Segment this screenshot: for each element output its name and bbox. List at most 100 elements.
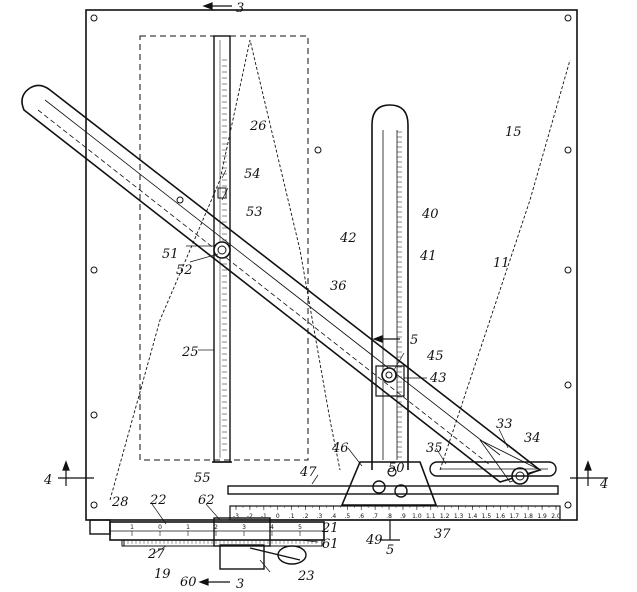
bottom-scale-label: 1.5 bbox=[482, 513, 492, 520]
screw bbox=[564, 381, 572, 389]
bottom-scale-label: -2 bbox=[247, 513, 253, 520]
label-62: 62 bbox=[198, 493, 215, 508]
plotted-trace bbox=[109, 39, 341, 501]
label-26: 26 bbox=[249, 119, 267, 134]
label-21: 21 bbox=[321, 521, 339, 536]
screw bbox=[314, 146, 322, 154]
bottom-scale-label: -1 bbox=[261, 513, 267, 520]
bottom-scale-label: 1.1 bbox=[426, 513, 436, 520]
caliper-scale-label: 1 bbox=[130, 524, 134, 531]
upright-rule-ticks bbox=[397, 131, 402, 458]
bottom-scale-label: 1.7 bbox=[509, 513, 519, 520]
bottom-scale-label: 1.6 bbox=[496, 513, 506, 520]
label-27: 27 bbox=[147, 547, 165, 562]
label-41: 41 bbox=[419, 249, 437, 264]
bottom-scale-label: 1.2 bbox=[440, 513, 450, 520]
bottom-scale-label: 1.8 bbox=[523, 513, 533, 520]
label-15: 15 bbox=[505, 125, 522, 140]
label-40: 40 bbox=[421, 207, 439, 222]
diagonal-arm bbox=[21, 84, 542, 483]
screw bbox=[564, 501, 572, 509]
label-36: 36 bbox=[330, 279, 347, 294]
caliper-assembly bbox=[89, 517, 325, 570]
screw bbox=[90, 266, 98, 274]
label-50: 50 bbox=[388, 461, 405, 476]
caliper-scale-ticks: 1 0 1 2 3 4 5 bbox=[123, 524, 317, 544]
label-25: 25 bbox=[181, 345, 199, 360]
caliper-scale-label: 2 bbox=[214, 524, 218, 531]
bottom-scale-label: .6 bbox=[358, 513, 364, 520]
screw bbox=[90, 411, 98, 419]
horizontal-rail bbox=[227, 461, 559, 495]
bottom-scale-label: .2 bbox=[303, 513, 309, 520]
plotted-trace-right bbox=[439, 59, 571, 471]
bottom-scale-ticks: -3 -2 -1 0 .1 .2 .3 .4 .5 .6 .7 .8 .9 1.0 1.1 1.2 1.3 1.4… bbox=[233, 506, 561, 520]
caliper-scale-label: 0 bbox=[158, 524, 162, 531]
bottom-scale-label: .7 bbox=[372, 513, 378, 520]
label-5-lower: 5 bbox=[386, 543, 394, 558]
label-60: 60 bbox=[180, 575, 197, 590]
caliper-scale-label: 1 bbox=[186, 524, 190, 531]
caliper-scale-label: 3 bbox=[242, 524, 246, 531]
label-42: 42 bbox=[339, 231, 357, 246]
bottom-scale-label: .8 bbox=[386, 513, 392, 520]
screw bbox=[90, 14, 98, 22]
label-11: 11 bbox=[493, 256, 510, 271]
label-19: 19 bbox=[154, 567, 171, 582]
bottom-scale-label: 1.0 bbox=[412, 513, 422, 520]
screw bbox=[564, 14, 572, 22]
bottom-scale-label: 1.9 bbox=[537, 513, 547, 520]
bottom-scale-label: .1 bbox=[289, 513, 295, 520]
label-4-right: 4 bbox=[599, 477, 608, 492]
leader-lines bbox=[149, 169, 509, 573]
label-47: 47 bbox=[299, 465, 317, 480]
label-51: 51 bbox=[162, 247, 179, 262]
label-5-upper: 5 bbox=[410, 333, 418, 348]
carriage bbox=[340, 461, 438, 506]
label-4-left: 4 bbox=[43, 473, 52, 488]
label-33: 33 bbox=[496, 417, 513, 432]
label-3-top: 3 bbox=[236, 1, 244, 16]
bottom-scale-label: 1.3 bbox=[454, 513, 464, 520]
label-54: 54 bbox=[244, 167, 261, 182]
screw bbox=[564, 146, 572, 154]
bottom-scale-label: .3 bbox=[317, 513, 323, 520]
knob-45-inner bbox=[385, 371, 393, 379]
bottom-scale-label: 0 bbox=[276, 513, 280, 520]
label-61: 61 bbox=[322, 537, 339, 552]
bottom-scale-bar bbox=[229, 505, 561, 521]
label-37: 37 bbox=[434, 527, 451, 542]
board-screws bbox=[90, 14, 572, 509]
bottom-scale-label: .4 bbox=[331, 513, 337, 520]
bottom-scale-label: 1.4 bbox=[468, 513, 478, 520]
label-43: 43 bbox=[429, 371, 447, 386]
label-35: 35 bbox=[426, 441, 443, 456]
reference-labels: 3 3 4 4 5 5 15 11 26 54 53 51 52 25 36 4… bbox=[43, 1, 608, 592]
label-28: 28 bbox=[111, 495, 129, 510]
caliper-scale-label: 4 bbox=[270, 524, 274, 531]
screw bbox=[564, 266, 572, 274]
bottom-scale-label: .9 bbox=[400, 513, 406, 520]
label-23: 23 bbox=[297, 569, 315, 584]
bottom-scale-label: 2.0 bbox=[551, 513, 561, 520]
label-34: 34 bbox=[524, 431, 541, 446]
label-3-bottom: 3 bbox=[236, 577, 244, 592]
label-49: 49 bbox=[365, 533, 383, 548]
pivot-knobs bbox=[213, 241, 529, 485]
upright-rule bbox=[371, 104, 409, 470]
screw bbox=[90, 501, 98, 509]
slider-block-43 bbox=[375, 365, 405, 397]
caliper-scale-label: 5 bbox=[298, 524, 302, 531]
knob-51-inner bbox=[217, 245, 227, 255]
label-53: 53 bbox=[246, 205, 263, 220]
label-45: 45 bbox=[426, 349, 444, 364]
bottom-scale-label: -3 bbox=[233, 513, 239, 520]
screw bbox=[176, 196, 184, 204]
label-22: 22 bbox=[149, 493, 167, 508]
label-46: 46 bbox=[331, 441, 349, 456]
bottom-scale-label: .5 bbox=[344, 513, 350, 520]
label-55: 55 bbox=[194, 471, 211, 486]
label-52: 52 bbox=[176, 263, 193, 278]
